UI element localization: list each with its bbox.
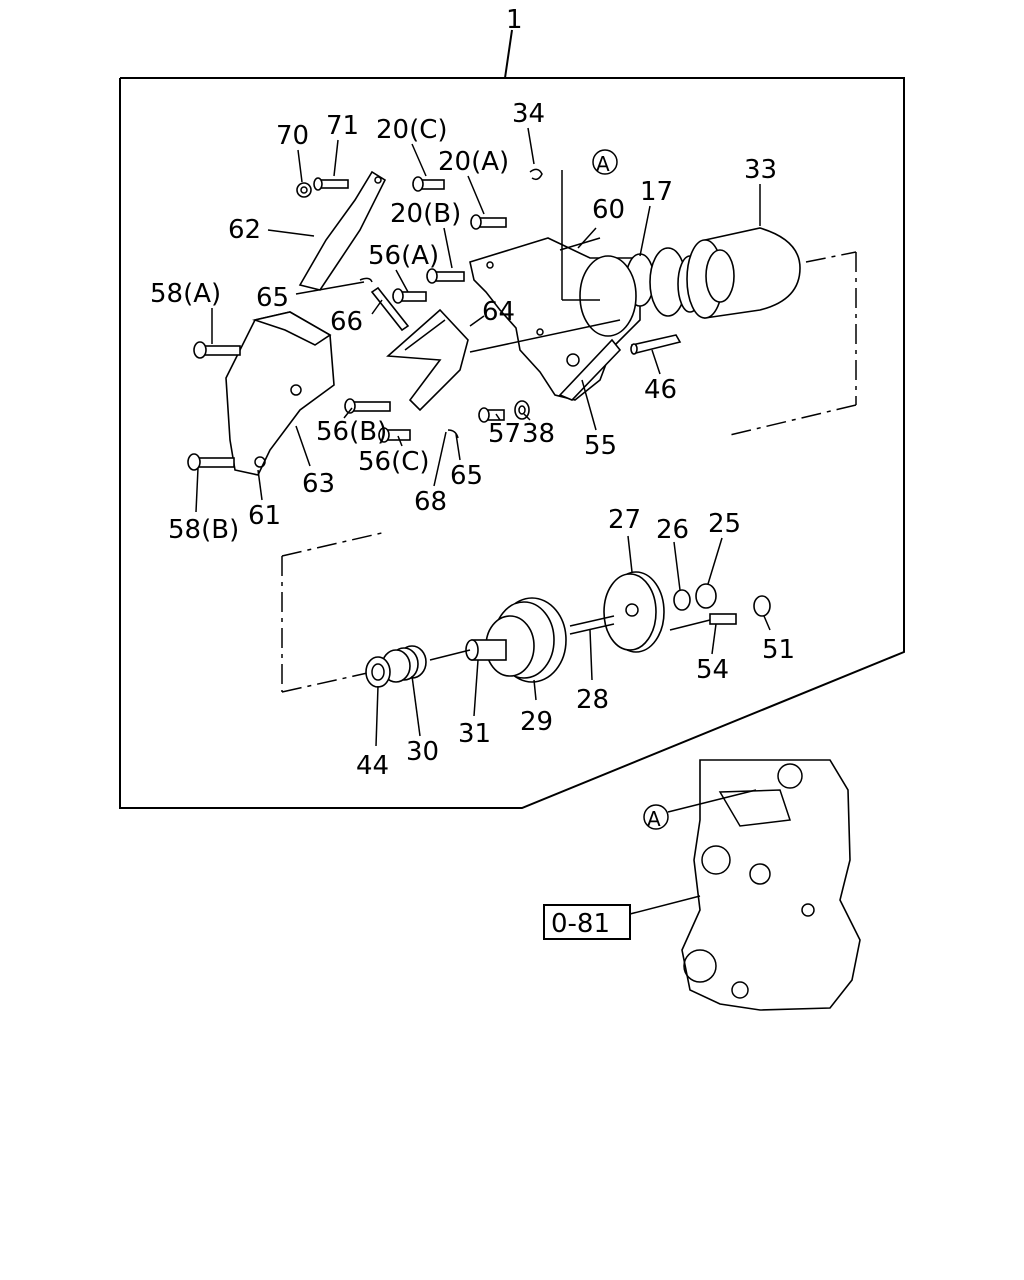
label-29: 29 — [520, 707, 553, 737]
svg-text:0-81: 0-81 — [551, 909, 610, 939]
bolt-part-71 — [313, 177, 349, 191]
label-56a: 56(A) — [368, 241, 439, 271]
label-44: 44 — [356, 751, 389, 781]
cover-part-63 — [225, 311, 335, 476]
bolt-part-56c — [378, 427, 411, 443]
reference-box[interactable]: 0-81 — [543, 895, 701, 940]
lever-part-55 — [558, 338, 622, 401]
label-64: 64 — [482, 297, 515, 327]
flange-disc-part-17 — [559, 237, 703, 337]
label-51: 51 — [762, 635, 795, 665]
nut-part-25 — [695, 583, 717, 609]
label-17: 17 — [640, 177, 673, 207]
assembly-frame — [119, 29, 905, 809]
label-65-lower: 65 — [450, 461, 483, 491]
label-28: 28 — [576, 685, 609, 715]
label-54: 54 — [696, 655, 729, 685]
label-46: 46 — [644, 375, 677, 405]
lower-axis-line — [429, 649, 471, 661]
label-62: 62 — [228, 215, 261, 245]
label-25: 25 — [708, 509, 741, 539]
label-27: 27 — [608, 505, 641, 535]
piston-part-29 — [485, 597, 567, 683]
label-31: 31 — [458, 719, 491, 749]
pin-part-46 — [630, 334, 682, 355]
bolt-part-20c — [412, 176, 445, 192]
clip-part-65-lower — [447, 429, 459, 439]
label-58b: 58(B) — [168, 515, 239, 545]
part-labels: 70 71 20(C) 34 20(A) 20(B) 60 17 33 62 5… — [150, 99, 795, 781]
leader-lines — [195, 127, 771, 747]
reference-housing-drawing — [681, 759, 861, 1011]
ring-part-44 — [365, 656, 391, 688]
label-56c: 56(C) — [358, 447, 430, 477]
label-20c: 20(C) — [376, 115, 448, 145]
clip-part-34 — [529, 168, 543, 181]
label-71: 71 — [326, 111, 359, 141]
upper-subassembly-outline — [729, 251, 857, 436]
assembly-number-label: 1 — [506, 5, 523, 35]
bolt-part-57 — [478, 407, 505, 423]
label-61: 61 — [248, 501, 281, 531]
rod-part-28 — [569, 615, 615, 635]
label-63: 63 — [302, 469, 335, 499]
clip-part-65-upper — [359, 277, 373, 283]
bolt-part-58a — [193, 341, 241, 359]
label-58a: 58(A) — [150, 279, 221, 309]
piston-part-27 — [603, 571, 665, 653]
label-66: 66 — [330, 307, 363, 337]
nut-part-70 — [296, 182, 312, 198]
label-30: 30 — [406, 737, 439, 767]
label-68: 68 — [414, 487, 447, 517]
label-26: 26 — [656, 515, 689, 545]
label-20b: 20(B) — [390, 199, 461, 229]
bolt-part-58b — [187, 453, 235, 471]
label-55: 55 — [584, 431, 617, 461]
bracket-part-64 — [386, 308, 469, 412]
cylinder-part-33 — [686, 227, 801, 319]
callout-a-upper: A — [592, 149, 618, 176]
lower-subassembly-outline — [281, 531, 387, 693]
shaft-part-31 — [465, 639, 507, 661]
svg-text:A: A — [596, 152, 610, 176]
label-20a: 20(A) — [438, 147, 509, 177]
label-34: 34 — [512, 99, 545, 129]
upper-axis-line — [469, 319, 621, 353]
bracket-part-62 — [298, 170, 387, 291]
svg-text:A: A — [647, 807, 661, 831]
cap-part-51 — [753, 595, 771, 617]
bolt-part-20b — [426, 268, 465, 284]
fitting-part-54 — [709, 613, 737, 625]
label-57: 57 — [488, 419, 521, 449]
label-60: 60 — [592, 195, 625, 225]
label-33: 33 — [744, 155, 777, 185]
pin-part-66 — [370, 286, 410, 332]
label-38: 38 — [522, 419, 555, 449]
label-70: 70 — [276, 121, 309, 151]
bolt-part-56a — [392, 288, 427, 304]
nut-part-26 — [673, 589, 691, 611]
bolt-part-20a — [470, 214, 507, 230]
bolt-part-56b — [344, 398, 391, 414]
callout-a-lower: A — [643, 789, 757, 831]
label-56b: 56(B) — [316, 417, 387, 447]
label-65-upper: 65 — [256, 283, 289, 313]
